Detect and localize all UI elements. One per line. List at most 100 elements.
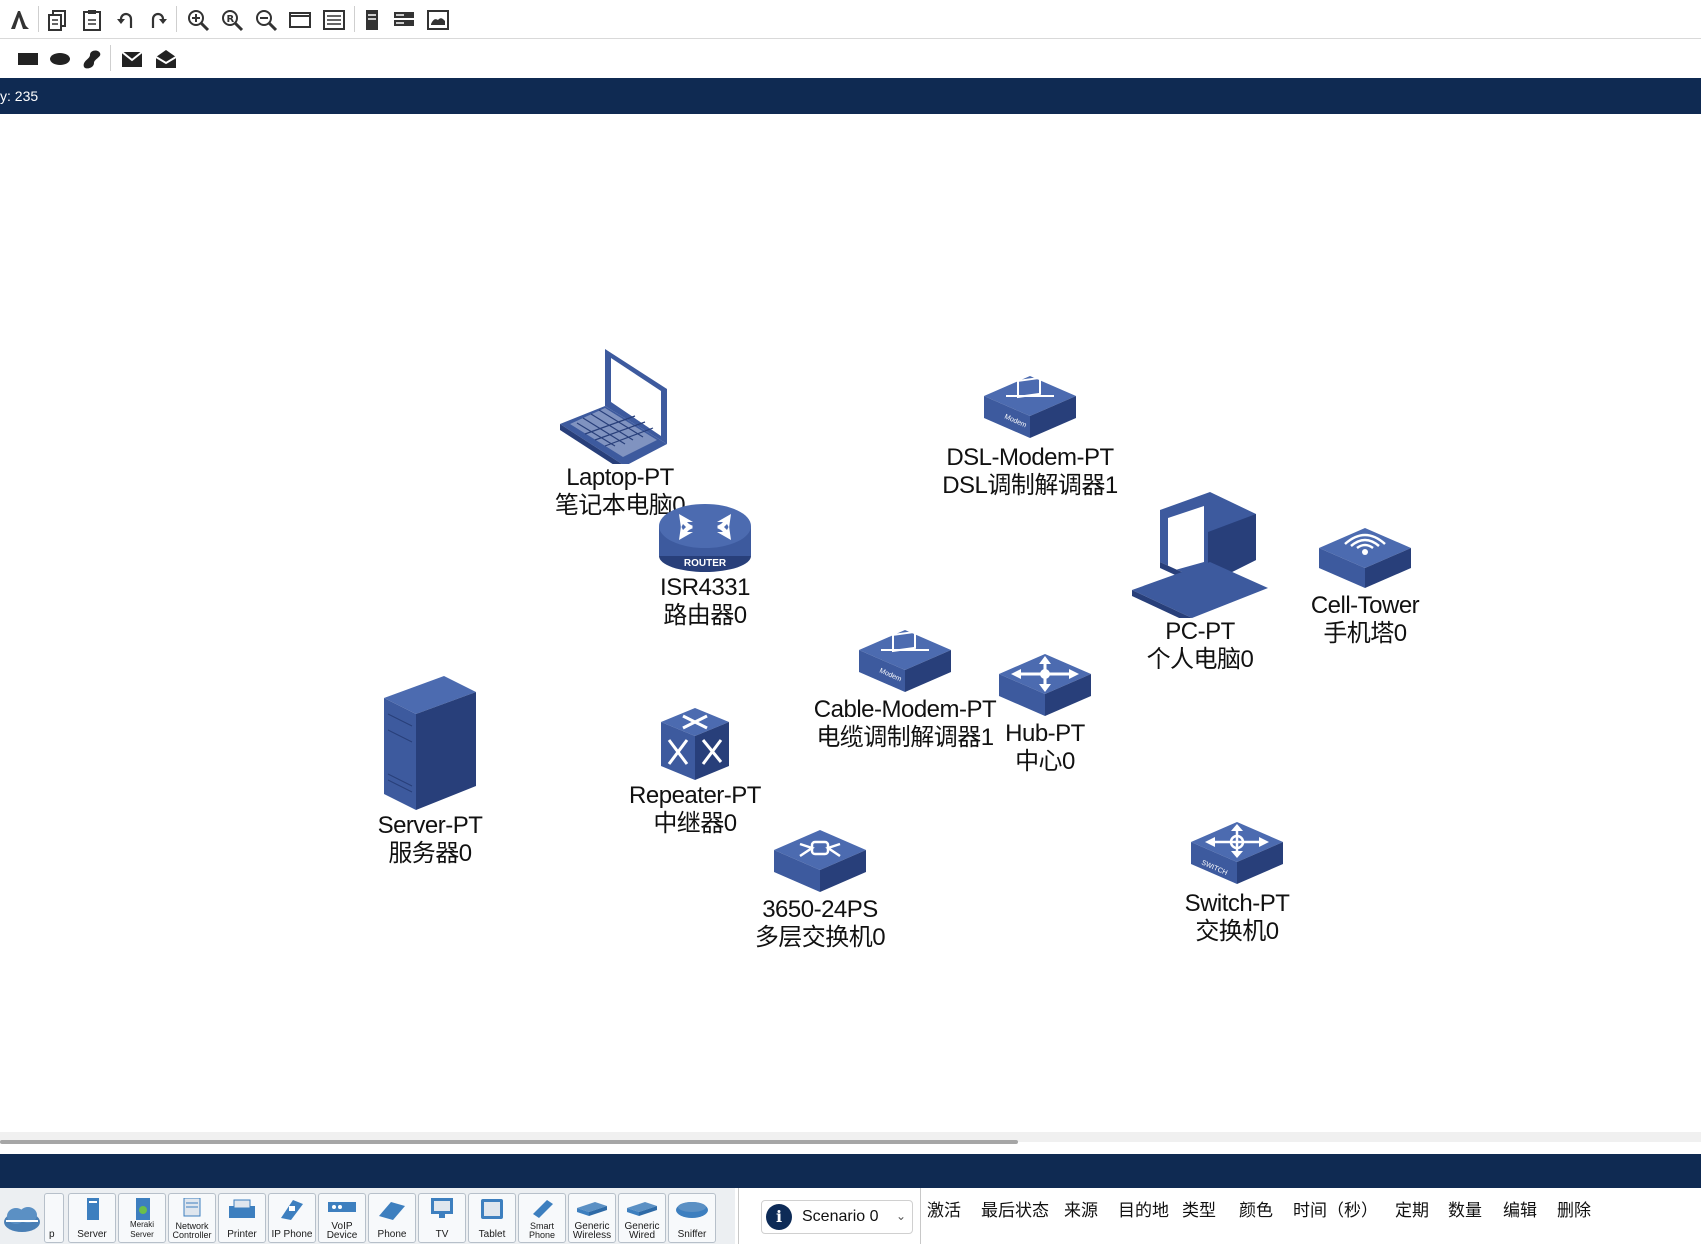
- palette-item-label: Phone: [377, 1229, 407, 1240]
- scenario-value: Scenario 0: [802, 1208, 879, 1225]
- paste-icon[interactable]: [78, 6, 106, 34]
- device-name: Switch-PT: [1184, 890, 1290, 917]
- palette-item-server[interactable]: Server: [68, 1193, 116, 1243]
- device-label: 手机塔0: [1323, 620, 1407, 647]
- device-template-icon[interactable]: [358, 6, 386, 34]
- palette-item-label: TV: [435, 1229, 449, 1240]
- network-controller-icon: [183, 1198, 201, 1217]
- app-logo-icon[interactable]: [6, 6, 34, 34]
- copy-icon[interactable]: [44, 6, 72, 34]
- device-router[interactable]: ROUTER ISR4331 路由器0: [650, 500, 760, 630]
- palette-item-label: IP Phone: [271, 1229, 313, 1240]
- device-cable-modem[interactable]: Modem Cable-Modem-PT 电缆调制解调器1: [800, 626, 1010, 752]
- device-hub[interactable]: Hub-PT 中心0: [990, 650, 1100, 776]
- device-label: 服务器0: [388, 840, 472, 867]
- column-header-destination[interactable]: 目的地: [1118, 1201, 1169, 1220]
- custom-devices-icon[interactable]: [390, 6, 418, 34]
- voip-device-icon: [328, 1202, 356, 1212]
- draw-rectangle-icon[interactable]: [14, 45, 42, 73]
- column-header-color[interactable]: 颜色: [1239, 1201, 1273, 1220]
- palette-item-tablet[interactable]: Tablet: [468, 1193, 516, 1243]
- server-icon: [384, 676, 476, 810]
- scenario-select[interactable]: i Scenario 0 ⌄: [761, 1200, 913, 1234]
- bottom-header-bar: [0, 1154, 1701, 1188]
- tablet-icon: [481, 1199, 503, 1219]
- column-header-active[interactable]: 激活: [927, 1201, 961, 1220]
- device-name: Cell-Tower: [1310, 592, 1420, 619]
- palette-item-ip-phone[interactable]: IP Phone: [268, 1193, 316, 1243]
- column-header-periodic[interactable]: 定期: [1395, 1201, 1429, 1220]
- palette-item-label: VoIP Device: [326, 1221, 358, 1241]
- pdu-list-header: 激活 最后状态 来源 目的地 类型 颜色 时间（秒） 定期 数量 编辑 删除: [920, 1188, 1701, 1244]
- device-label: 路由器0: [663, 602, 747, 629]
- column-header-time[interactable]: 时间（秒）: [1293, 1201, 1378, 1220]
- laptop-icon: [560, 349, 667, 464]
- palette-item-laptop[interactable]: p: [44, 1193, 64, 1243]
- horizontal-scrollbar-thumb[interactable]: [0, 1140, 1018, 1144]
- multilayer-switch-icon: [774, 830, 866, 892]
- palette-item-label: Smart Phone: [528, 1221, 556, 1240]
- device-label: 电缆调制解调器1: [816, 724, 994, 751]
- device-laptop[interactable]: Laptop-PT 笔记本电脑0: [540, 344, 700, 520]
- palette-item-meraki-server[interactable]: Meraki Server: [118, 1193, 166, 1243]
- column-header-last-status[interactable]: 最后状态: [981, 1201, 1049, 1220]
- palette-item-generic-wired[interactable]: Generic Wired: [618, 1193, 666, 1243]
- device-multilayer-switch[interactable]: 3650-24PS 多层交换机0: [745, 826, 895, 952]
- repeater-icon: [661, 708, 729, 780]
- column-header-delete[interactable]: 删除: [1557, 1201, 1591, 1220]
- add-complex-pdu-icon[interactable]: [152, 45, 180, 73]
- device-switch[interactable]: SWITCH Switch-PT 交换机0: [1162, 818, 1312, 946]
- palette-item-network-controller[interactable]: Network Controller: [168, 1193, 216, 1243]
- device-repeater[interactable]: Repeater-PT 中继器0: [620, 706, 770, 838]
- palette-item-voip-device[interactable]: VoIP Device: [318, 1193, 366, 1243]
- device-label: 多层交换机0: [754, 924, 886, 951]
- palette-item-label: Generic Wireless: [572, 1221, 612, 1241]
- horizontal-scrollbar[interactable]: [0, 1132, 1701, 1142]
- device-pc[interactable]: PC-PT 个人电脑0: [1120, 492, 1280, 674]
- palette-item-generic-wireless[interactable]: Generic Wireless: [568, 1193, 616, 1243]
- device-cell-tower[interactable]: Cell-Tower 手机塔0: [1290, 524, 1440, 648]
- add-simple-pdu-icon[interactable]: [118, 45, 146, 73]
- rectangle-view-icon[interactable]: [286, 6, 314, 34]
- zoom-out-icon[interactable]: [252, 6, 280, 34]
- router-badge-text: ROUTER: [684, 558, 727, 569]
- zoom-reset-icon[interactable]: R: [218, 6, 246, 34]
- freeform-icon[interactable]: [78, 45, 106, 73]
- cloud-icon[interactable]: [2, 1200, 42, 1236]
- column-header-source[interactable]: 来源: [1064, 1201, 1098, 1220]
- palette-item-phone[interactable]: Phone: [368, 1193, 416, 1243]
- info-icon: i: [766, 1204, 792, 1230]
- device-label: 中心0: [1015, 748, 1075, 775]
- router-icon: ROUTER: [659, 504, 751, 572]
- cluster-icon[interactable]: [424, 6, 452, 34]
- palette-item-label: p: [49, 1229, 55, 1240]
- palette-item-tv[interactable]: TV: [418, 1193, 466, 1243]
- generic-wireless-icon: [577, 1202, 607, 1216]
- palette-item-printer[interactable]: Printer: [218, 1193, 266, 1243]
- smart-phone-icon: [533, 1200, 553, 1218]
- palette-item-smart-phone[interactable]: Smart Phone: [518, 1193, 566, 1243]
- column-header-edit[interactable]: 编辑: [1503, 1201, 1537, 1220]
- phone-icon: [379, 1202, 405, 1220]
- logical-workspace[interactable]: Laptop-PT 笔记本电脑0 ROUTER ISR4331 路由器0: [0, 114, 1701, 1130]
- device-name: Repeater-PT: [629, 782, 761, 809]
- palette-icon[interactable]: [320, 6, 348, 34]
- palette-item-label: Generic Wired: [624, 1221, 660, 1241]
- palette-item-label: Meraki Server: [129, 1220, 154, 1239]
- zoom-in-icon[interactable]: [184, 6, 212, 34]
- column-header-count[interactable]: 数量: [1448, 1201, 1482, 1220]
- undo-icon[interactable]: [112, 6, 140, 34]
- device-server[interactable]: Server-PT 服务器0: [370, 674, 490, 868]
- palette-item-sniffer[interactable]: Sniffer: [668, 1193, 716, 1243]
- switch-icon: SWITCH: [1191, 822, 1283, 884]
- svg-text:R: R: [227, 14, 235, 25]
- device-name: Server-PT: [377, 812, 483, 839]
- pc-icon: [1132, 492, 1268, 618]
- device-label: 笔记本电脑0: [554, 492, 686, 519]
- redo-icon[interactable]: [144, 6, 172, 34]
- draw-ellipse-icon[interactable]: [46, 45, 74, 73]
- column-header-type[interactable]: 类型: [1182, 1201, 1216, 1220]
- sniffer-icon: [676, 1202, 708, 1218]
- hub-icon: [999, 654, 1091, 716]
- device-dsl-modem[interactable]: Modem DSL-Modem-PT DSL调制解调器1: [920, 372, 1140, 500]
